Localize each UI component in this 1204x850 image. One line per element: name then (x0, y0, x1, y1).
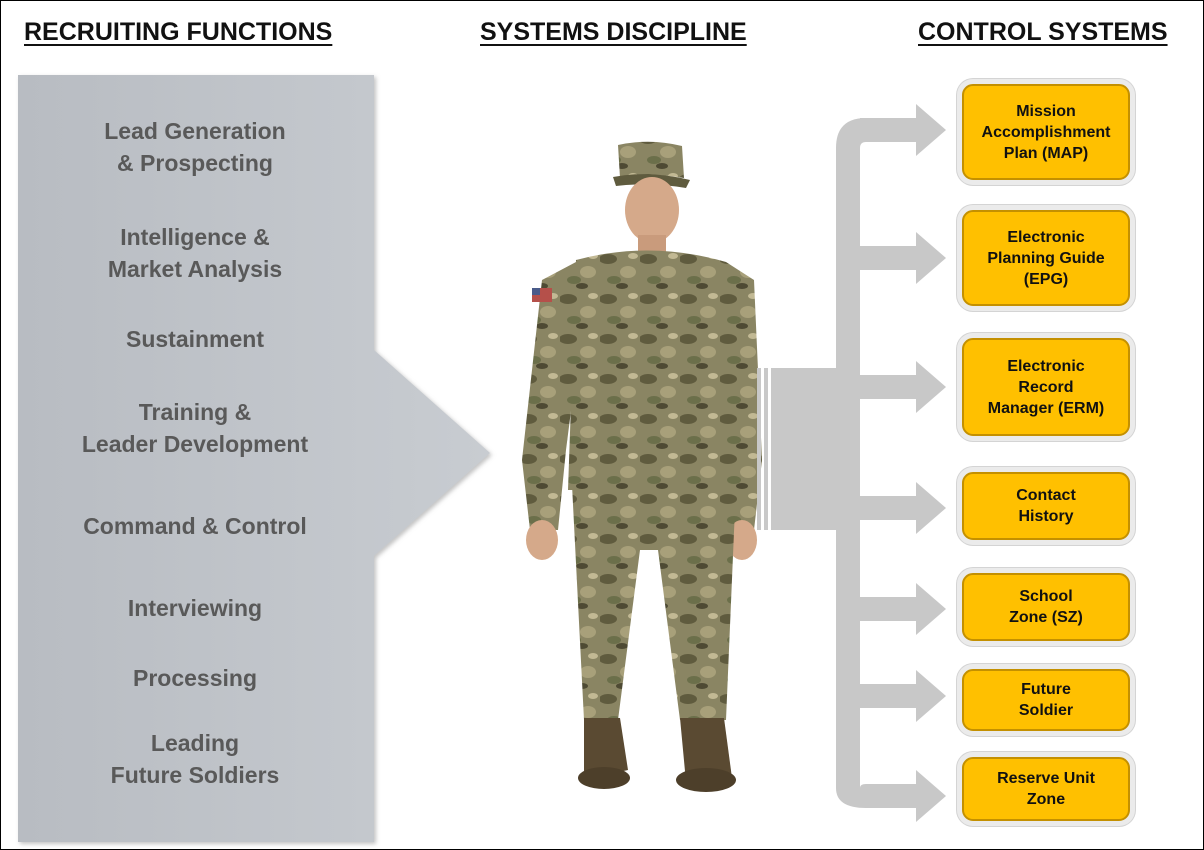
function-training: Training & Leader Development (81, 399, 309, 457)
control-system-contact-history: Contact History (962, 472, 1130, 540)
function-processing: Processing (133, 665, 257, 691)
control-system-erm: Electronic Record Manager (ERM) (962, 338, 1130, 436)
heading-recruiting-functions: RECRUITING FUNCTIONS (24, 18, 333, 46)
control-system-reserve-unit-zone: Reserve Unit Zone (962, 757, 1130, 821)
function-intelligence: Intelligence & Market Analysis (107, 224, 283, 282)
function-sustainment: Sustainment (125, 326, 265, 352)
control-system-map: Mission Accomplishment Plan (MAP) (962, 84, 1130, 180)
control-system-school-zone: School Zone (SZ) (962, 573, 1130, 641)
heading-systems-discipline: SYSTEMS DISCIPLINE (480, 18, 747, 46)
control-system-epg: Electronic Planning Guide (EPG) (962, 210, 1130, 306)
heading-control-systems: CONTROL SYSTEMS (918, 18, 1168, 46)
function-lead-generation: Lead Generation & Prospecting (104, 118, 286, 176)
soldier-image (522, 141, 762, 792)
function-leading-future-soldiers: Leading Future Soldiers (110, 730, 280, 788)
function-interviewing: Interviewing (127, 595, 263, 621)
control-system-future-soldier: Future Soldier (962, 669, 1130, 731)
function-command-control: Command & Control (83, 513, 307, 539)
